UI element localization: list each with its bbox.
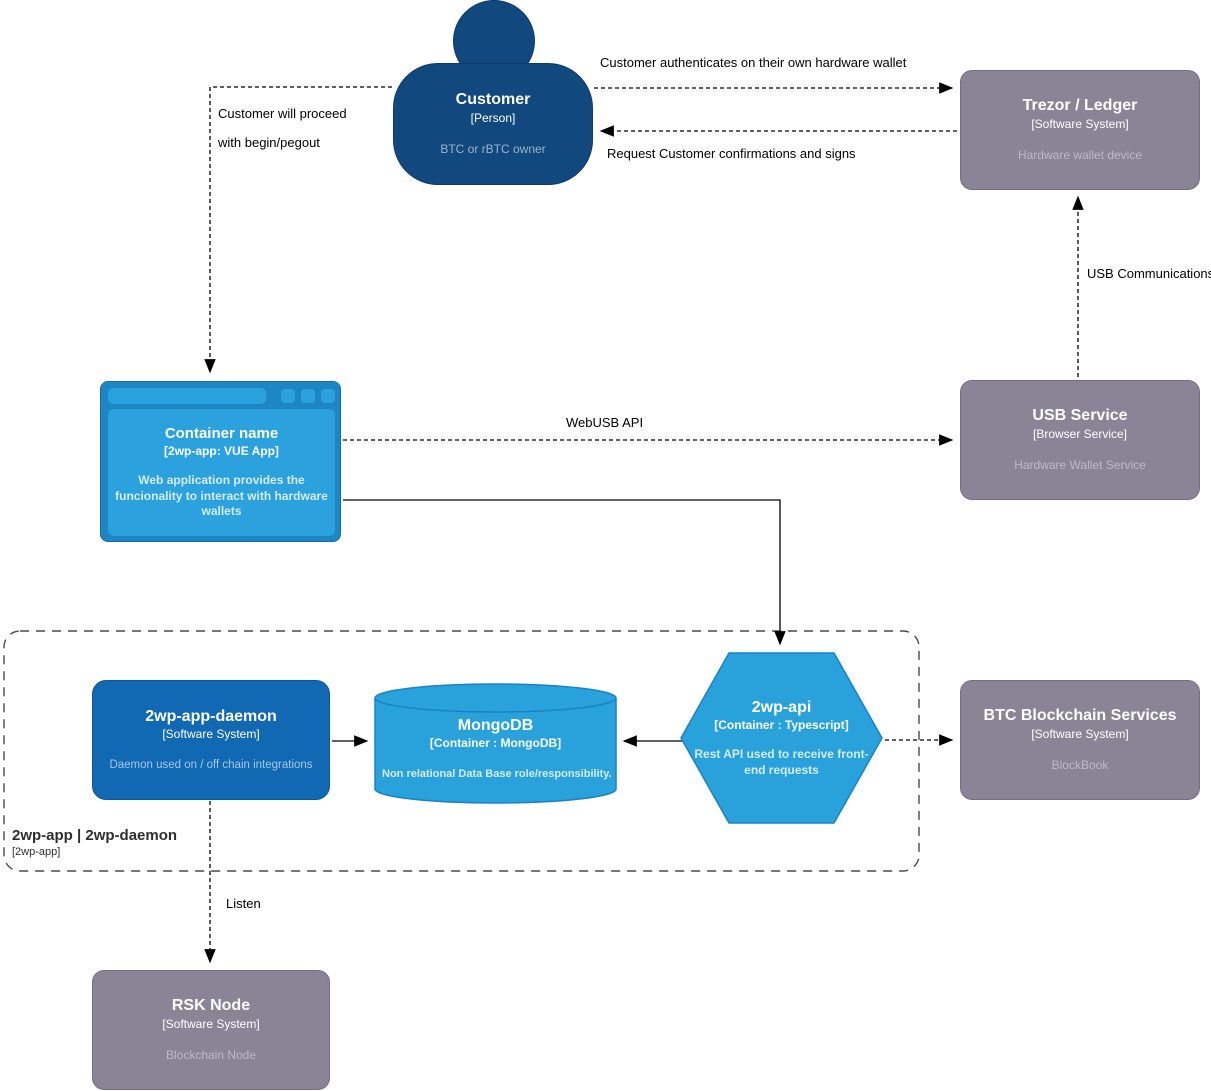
node-2wp-app-daemon: 2wp-app-daemon [Software System] Daemon …: [92, 680, 330, 800]
node-description: Hardware wallet device: [1017, 147, 1143, 162]
browser-content: Container name [2wp-app: VUE App] Web ap…: [108, 409, 335, 536]
node-mongodb: MongoDB [Container : MongoDB] Non relati…: [374, 682, 617, 805]
node-description: Rest API used to receive front-end reque…: [694, 747, 869, 777]
node-meta: [Person]: [470, 110, 516, 125]
browser-button: [301, 389, 315, 403]
node-description: Web application provides the funcionalit…: [115, 473, 328, 519]
node-description: Daemon used on / off chain integrations: [109, 759, 313, 772]
node-trezor-ledger: Trezor / Ledger [Software System] Hardwa…: [960, 70, 1200, 190]
node-meta: [Software System]: [162, 1016, 260, 1031]
node-title: BTC Blockchain Services: [983, 707, 1177, 725]
node-meta: [Container : Typescript]: [714, 717, 849, 732]
hexagon-shape: [680, 652, 883, 824]
node-btc-blockchain-services: BTC Blockchain Services [Software System…: [960, 680, 1200, 800]
edge-label-listen: Listen: [226, 896, 261, 911]
node-title: Customer: [455, 91, 531, 109]
node-title: MongoDB: [457, 717, 534, 735]
cylinder-shape: [374, 683, 617, 804]
node-title: Container name: [164, 424, 279, 442]
node-title: Trezor / Ledger: [1022, 97, 1138, 115]
browser-address-bar: [108, 388, 266, 404]
node-rsk-node: RSK Node [Software System] Blockchain No…: [92, 970, 330, 1090]
node-meta: [Browser Service]: [1032, 426, 1128, 441]
node-container-webapp: Container name [2wp-app: VUE App] Web ap…: [100, 381, 341, 542]
node-title: 2wp-api: [751, 698, 812, 716]
node-2wp-api: 2wp-api [Container : Typescript] Rest AP…: [680, 652, 883, 824]
node-meta: [Software System]: [1031, 116, 1129, 131]
node-title: USB Service: [1032, 407, 1128, 425]
node-usb-service: USB Service [Browser Service] Hardware W…: [960, 380, 1200, 500]
node-description: BTC or rBTC owner: [440, 141, 546, 156]
node-description: Hardware Wallet Service: [1014, 457, 1146, 472]
node-meta: [Software System]: [162, 726, 260, 741]
node-meta: [2wp-app: VUE App]: [164, 443, 279, 458]
edge-label-proceed-1: Customer will proceed: [218, 106, 347, 121]
node-customer: Customer [Person] BTC or rBTC owner: [393, 63, 593, 185]
edge-label-confirmations: Request Customer confirmations and signs: [607, 146, 856, 161]
node-description: BlockBook: [1051, 757, 1109, 772]
boundary-label: 2wp-app | 2wp-daemon [2wp-app]: [12, 827, 177, 858]
browser-button: [281, 389, 295, 403]
edge-webapp-api: [343, 499, 786, 646]
node-title: 2wp-app-daemon: [145, 707, 277, 725]
edge-label-webusb-api: WebUSB API: [566, 415, 644, 430]
edge-label-proceed-2: with begin/pegout: [218, 135, 320, 150]
node-description: Non relational Data Base role/responsibi…: [382, 767, 612, 780]
boundary-meta: [2wp-app]: [12, 846, 61, 858]
edge-label-usb-communications: USB Communications: [1087, 266, 1211, 281]
node-description: Blockchain Node: [165, 1047, 257, 1062]
edge-label-authenticate: Customer authenticates on their own hard…: [600, 55, 907, 70]
node-title: RSK Node: [171, 997, 251, 1015]
browser-button: [321, 389, 335, 403]
node-meta: [Software System]: [1031, 726, 1129, 741]
node-meta: [Container : MongoDB]: [429, 736, 562, 751]
boundary-title: 2wp-app | 2wp-daemon: [12, 827, 178, 844]
edge-customer-webapp: [204, 86, 392, 374]
browser-chrome: [108, 388, 335, 404]
